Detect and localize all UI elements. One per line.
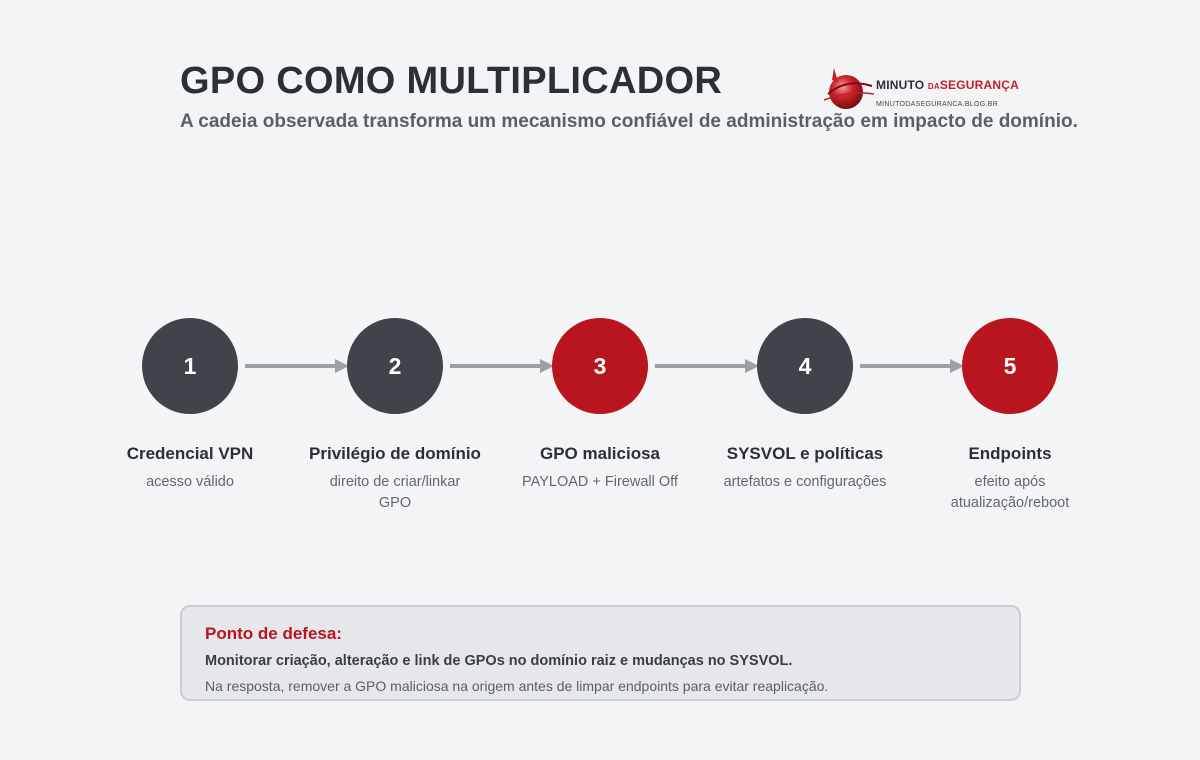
arrow-1-to-2 — [245, 359, 349, 373]
minuto-da-seguranca-logo: MINUTO DASEGURANÇA MINUTODASEGURANCA.BLO… — [820, 64, 1019, 114]
step-2-label: Privilégio de domínio — [309, 444, 481, 463]
step-2-desc: direito de criar/linkar GPO — [329, 474, 461, 511]
step-3-circle: 3 — [552, 318, 648, 414]
step-4-circle: 4 — [757, 318, 853, 414]
page-title: GPO COMO MULTIPLICADOR — [180, 60, 723, 102]
step-4-label: SYSVOL e políticas — [726, 444, 884, 463]
defense-title: Ponto de defesa: — [205, 624, 342, 643]
arrow-3-to-4 — [655, 359, 759, 373]
step-1-circle: 1 — [142, 318, 238, 414]
logo-name: MINUTO DASEGURANÇA — [876, 78, 1019, 92]
step-3-label: GPO maliciosa — [540, 444, 660, 463]
arrow-4-to-5 — [860, 359, 964, 373]
globe-logo-icon — [823, 68, 875, 109]
logo-url: MINUTODASEGURANCA.BLOG.BR — [876, 101, 999, 108]
step-2-circle: 2 — [347, 318, 443, 414]
arrow-2-to-3 — [450, 359, 554, 373]
step-3-desc: PAYLOAD + Firewall Off — [522, 474, 678, 490]
defense-note-text: Na resposta, remover a GPO maliciosa na … — [205, 678, 829, 694]
step-4-desc: artefatos e configurações — [723, 474, 887, 490]
defense-callout: Ponto de defesa: Monitorar criação, alte… — [180, 605, 1021, 701]
step-5-desc: efeito após atualização/reboot — [950, 474, 1070, 511]
step-1-label: Credencial VPN — [126, 444, 254, 463]
step-5-label: Endpoints — [968, 444, 1052, 463]
step-1-desc: acesso válido — [146, 474, 234, 490]
defense-main-text: Monitorar criação, alteração e link de G… — [205, 653, 793, 669]
step-5-circle: 5 — [962, 318, 1058, 414]
attack-chain-flow: 1 2 3 4 5 Credencial VPN acesso válido P… — [126, 318, 1070, 511]
page-subtitle: A cadeia observada transforma um mecanis… — [180, 111, 1078, 132]
